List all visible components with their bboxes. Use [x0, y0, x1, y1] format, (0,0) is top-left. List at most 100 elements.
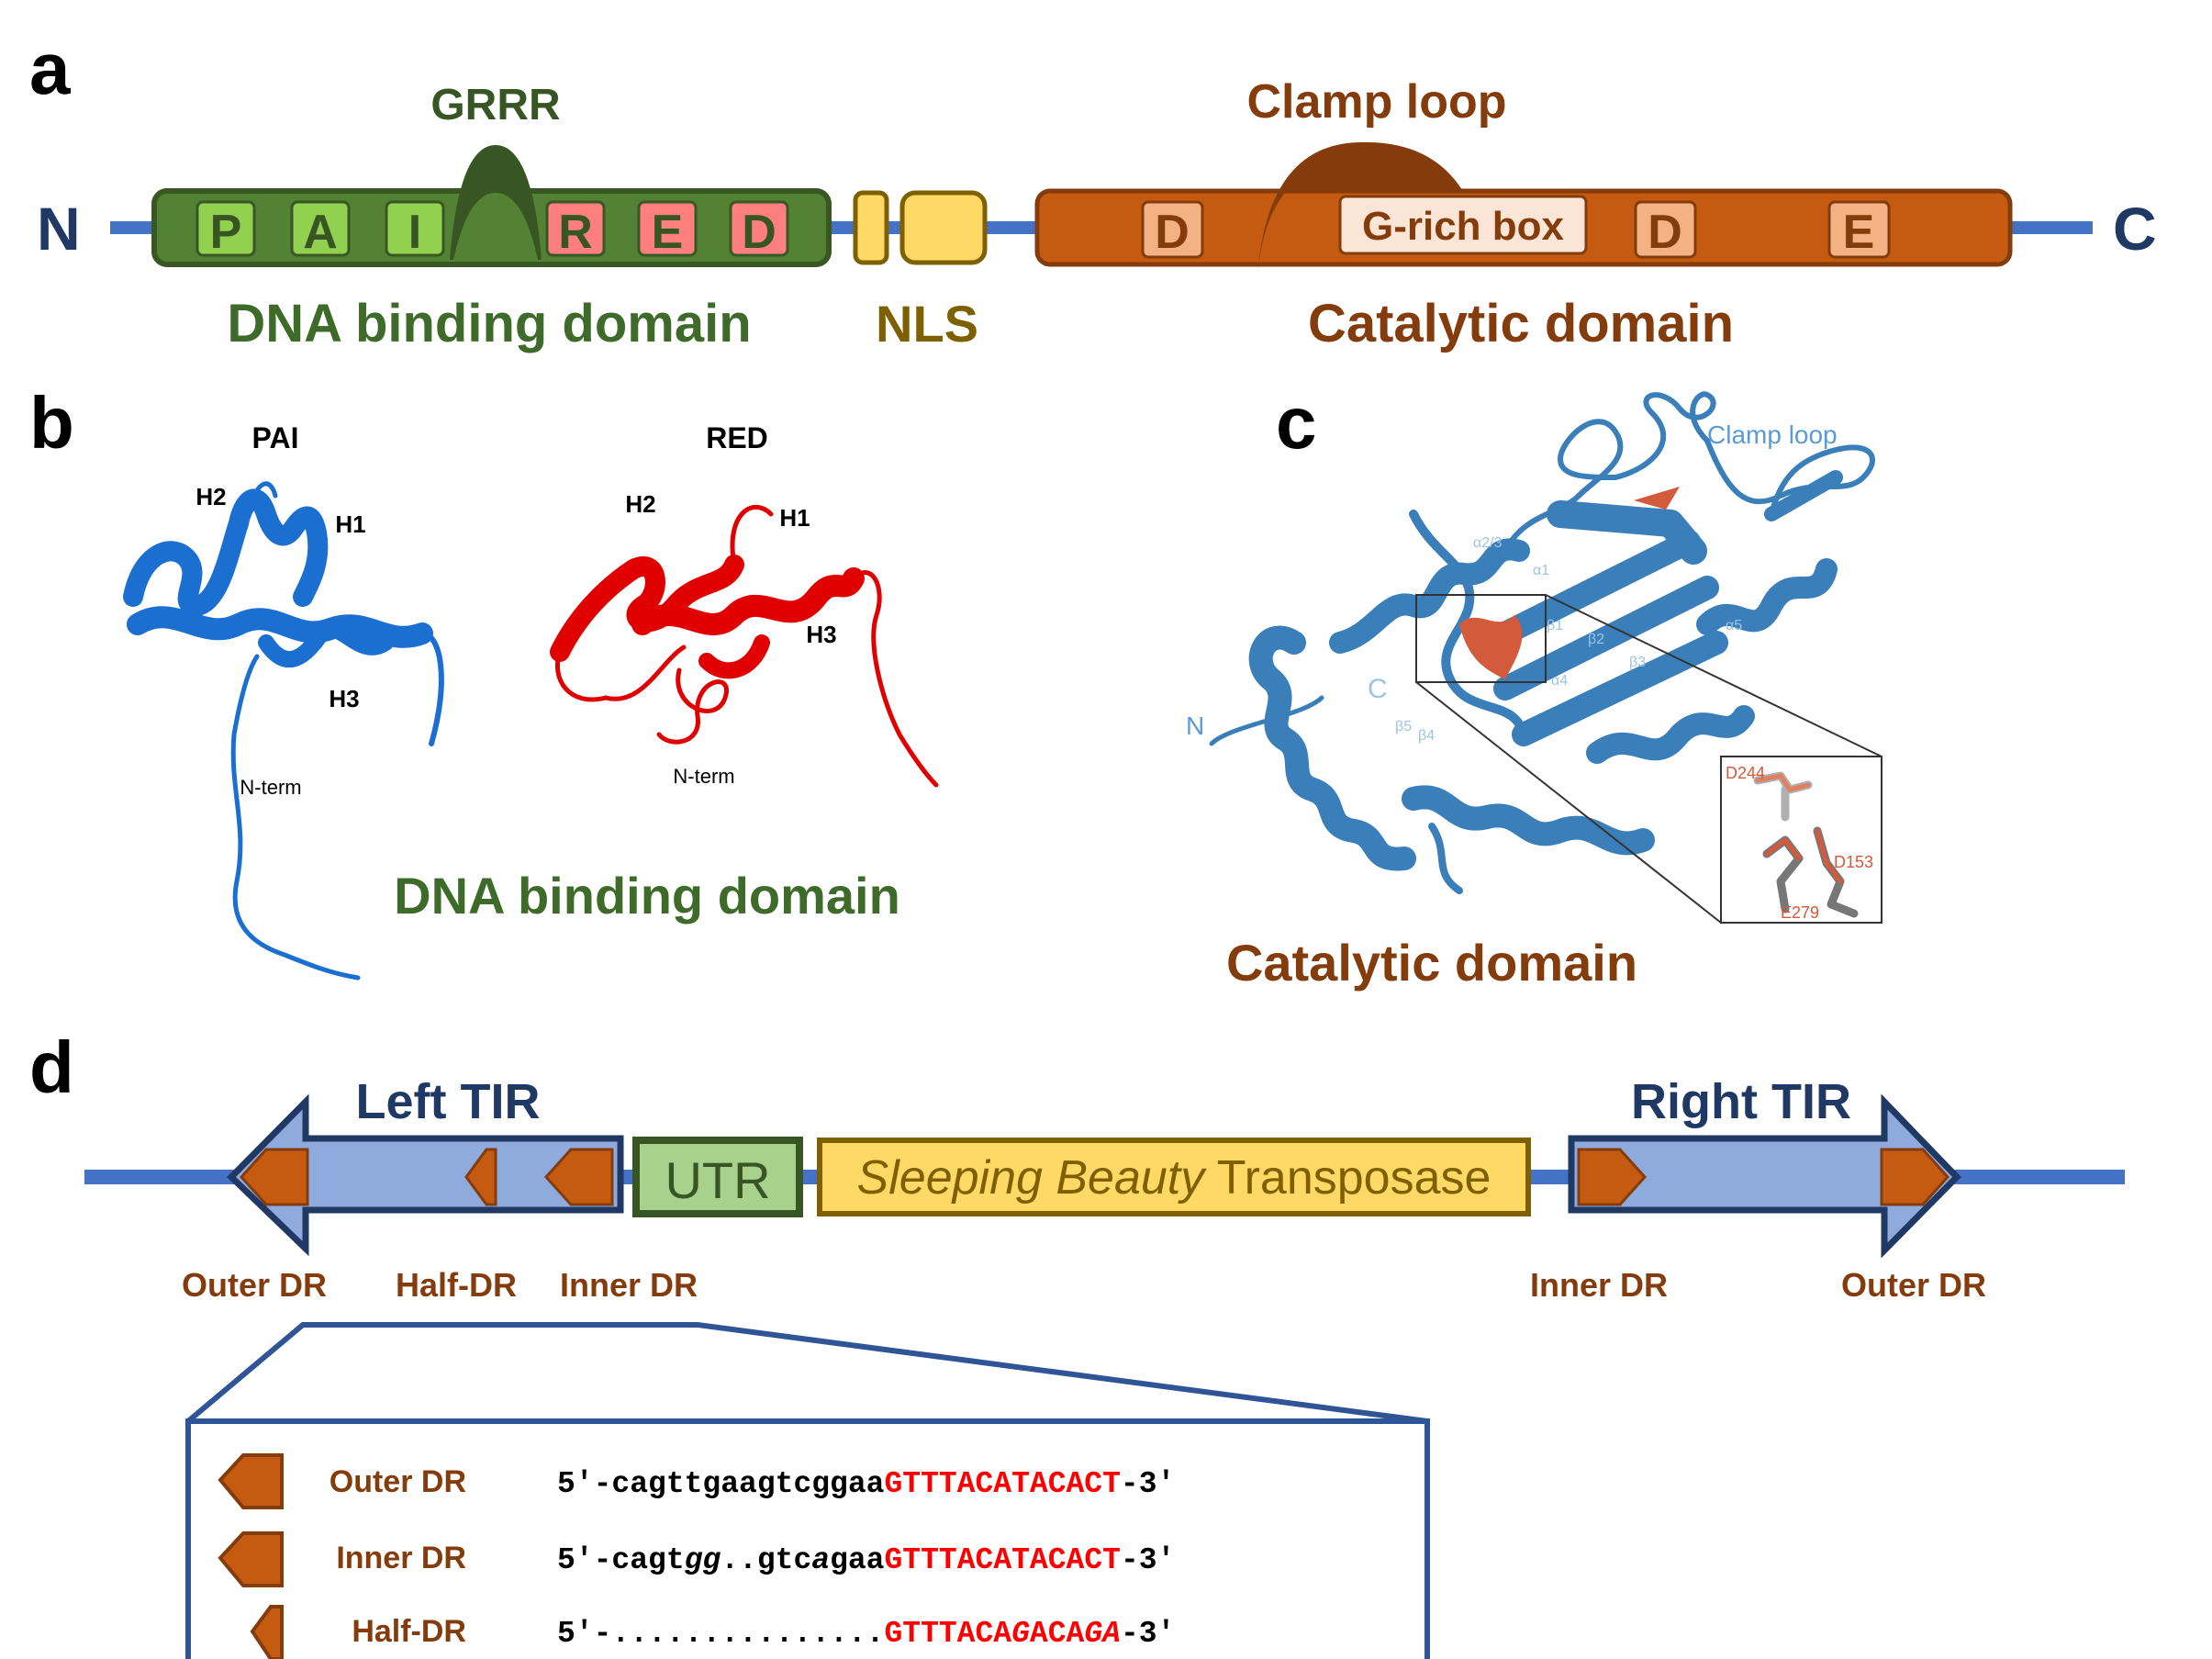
sequence-segment: a: [811, 1543, 830, 1577]
sequence-segment: 5′-...............: [557, 1617, 884, 1651]
left-half-dr-label: Half-DR: [396, 1266, 517, 1304]
red-structure-title: RED: [706, 421, 768, 454]
red-h1-label: H1: [779, 504, 810, 532]
utr-label: UTR: [665, 1151, 770, 1209]
pai-structure-title: PAI: [252, 421, 299, 454]
red-letter-r: R: [558, 206, 593, 259]
red-box-d: [729, 200, 789, 257]
catalytic-box-d2: [1634, 200, 1697, 259]
right-outer-dr-icon: [1880, 1148, 1950, 1206]
n-terminus-label: N: [37, 195, 81, 263]
sequence-segment: GTTTACA: [884, 1617, 1011, 1651]
catalytic-letter-e: E: [1843, 206, 1875, 259]
sequence-segment: -3′: [1121, 1617, 1175, 1651]
sequence-segment: GTTTACATACACT: [885, 1543, 1121, 1577]
pai-box-p: [196, 200, 256, 257]
left-outer-dr-label: Outer DR: [182, 1266, 327, 1304]
seq-outer-dr-name: Outer DR: [330, 1464, 466, 1499]
panel-c-caption: Catalytic domain: [1226, 934, 1637, 992]
right-outer-dr-label: Outer DR: [1841, 1266, 1986, 1304]
pai-letter-i: I: [408, 206, 421, 259]
c-terminus-label: C: [2113, 195, 2157, 263]
left-outer-dr-icon: [239, 1148, 309, 1206]
left-half-dr-icon: [464, 1148, 497, 1206]
grrr-dome-inner: [453, 193, 538, 260]
residue-d244-label: D244: [1726, 764, 1765, 782]
sequence-segment: GA: [1084, 1617, 1121, 1651]
nls-box-small: [853, 190, 889, 265]
right-inner-dr-label: Inner DR: [1530, 1266, 1668, 1304]
zoom-line-top: [1545, 594, 1882, 757]
sequence-segment: ACA: [1030, 1617, 1085, 1651]
sequence-segment: 5′-cagttgaagtcggaa: [557, 1467, 884, 1501]
seq-inner-dr-name: Inner DR: [336, 1541, 466, 1575]
sequence-segment: 5′-cagt: [557, 1543, 685, 1577]
sequence-segment: gaa: [830, 1543, 884, 1577]
panel-c-label: c: [1276, 382, 1317, 464]
catalytic-box-e: [1827, 200, 1891, 259]
sequence-zoom-outline: [186, 1322, 1428, 1424]
transposase-name-rest: Transposase: [1204, 1151, 1491, 1205]
pai-letter-a: A: [303, 206, 338, 259]
sequence-segment: GTTTACATACACT: [884, 1467, 1120, 1501]
residue-d153-label: D153: [1834, 853, 1873, 871]
red-box-r: [545, 200, 606, 257]
zoom-line-bottom: [1415, 681, 1722, 924]
transposase-italic-name: Sleeping Beauty: [857, 1151, 1208, 1205]
pai-h2-label: H2: [196, 483, 226, 510]
structure-label-beta4: β4: [1418, 728, 1435, 744]
left-inner-dr-label: Inner DR: [560, 1266, 698, 1304]
red-nterm-label: N-term: [673, 765, 734, 788]
utr-box: [632, 1137, 803, 1217]
left-tir-arrow: [227, 1093, 624, 1257]
clamp-loop-shape: [1257, 141, 1464, 277]
grrr-label: GRRR: [430, 81, 560, 129]
pai-letter-p: P: [210, 206, 242, 259]
seq-outer-dr-sequence: 5′-cagttgaagtcggaaGTTTACATACACT-3′: [557, 1467, 1175, 1501]
sequence-segment: -3′: [1121, 1543, 1175, 1577]
structure-label-beta2: β2: [1588, 632, 1604, 647]
pai-box-i: [385, 200, 445, 257]
panel-a-label: a: [29, 28, 71, 109]
pai-box-a: [290, 200, 351, 257]
structure-label-alpha4: α4: [1551, 673, 1568, 689]
left-tir-label: Left TIR: [356, 1074, 541, 1129]
red-letter-e: E: [652, 206, 684, 259]
right-tir-label: Right TIR: [1631, 1074, 1851, 1129]
seq-half-dr-icon: [250, 1605, 284, 1659]
panel-a: a N C GRRR P A I R E D Clamp loop: [29, 28, 2157, 353]
pai-structure-ribbon: [123, 481, 444, 981]
seq-inner-dr-sequence: 5′-cagtgg..gtcagaaGTTTACATACACT-3′: [557, 1543, 1175, 1577]
clamp-loop-structure-label: Clamp loop: [1707, 420, 1838, 449]
catalytic-letter-d2: D: [1648, 206, 1682, 259]
nls-label: NLS: [876, 295, 978, 353]
panel-b-caption: DNA binding domain: [394, 867, 900, 925]
seq-half-dr-name: Half-DR: [352, 1614, 466, 1649]
structure-label-alpha5: α5: [1726, 618, 1742, 633]
catalytic-box-grich: [1338, 195, 1588, 255]
panel-c: c Clamp loop α2/3 α1 β1 β2 β3 α4 α: [1186, 382, 1882, 992]
panel-b-label: b: [29, 382, 74, 464]
right-inner-dr-icon: [1577, 1148, 1648, 1206]
panel-d-label: d: [29, 1026, 74, 1108]
red-structure-ribbon: [550, 504, 939, 788]
nls-box-large: [899, 190, 988, 265]
transposase-label: Sleeping Beauty Transposase: [857, 1151, 1491, 1205]
red-letter-d: D: [742, 206, 776, 259]
clamp-loop-label: Clamp loop: [1246, 75, 1506, 129]
red-box-e: [637, 200, 698, 257]
seq-outer-dr-icon: [218, 1453, 284, 1509]
sequence-segment: G: [1011, 1617, 1030, 1651]
left-inner-dr-icon: [543, 1148, 614, 1206]
seq-inner-dr-icon: [218, 1531, 284, 1587]
red-h3-label: H3: [806, 621, 836, 648]
structure-label-alpha23: α2/3: [1473, 535, 1503, 551]
pai-nterm-label: N-term: [240, 776, 301, 799]
structure-label-beta1: β1: [1547, 618, 1563, 633]
panel-b: b PAI RED H2 H1 H3 N-term H2 H: [29, 382, 939, 981]
structure-label-c: C: [1368, 674, 1388, 704]
structure-label-alpha1: α1: [1533, 563, 1549, 578]
inset-residues-sticks: [1753, 771, 1859, 918]
dna-binding-domain-label: DNA binding domain: [227, 294, 751, 353]
panel-d: d Left TIR UTR Sleeping Beauty Transposa…: [29, 1026, 2125, 1659]
